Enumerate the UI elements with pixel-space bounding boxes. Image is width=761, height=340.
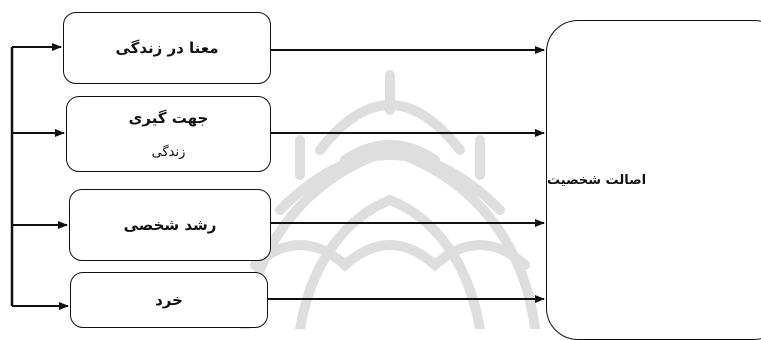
node-wisdom: خرد [70,272,268,328]
diagram-canvas [10,43,545,329]
node-wisdom-label: خرد [155,291,183,309]
node-target-label: اصالت شخصیت [547,172,647,188]
node-orientation-label-line2: زندگی [151,144,186,160]
watermark-ornament [240,70,540,329]
node-meaning-label: معنا در زندگی [115,39,219,57]
node-life-orientation: جهت گیری زندگی [66,96,271,172]
node-growth-label: رشد شخصی [123,216,217,234]
node-orientation-label-line1: جهت گیری [128,108,209,127]
node-meaning-in-life: معنا در زندگی [63,12,271,84]
node-personal-growth: رشد شخصی [69,189,271,261]
node-personality-authenticity: اصالت شخصیت [546,20,761,340]
